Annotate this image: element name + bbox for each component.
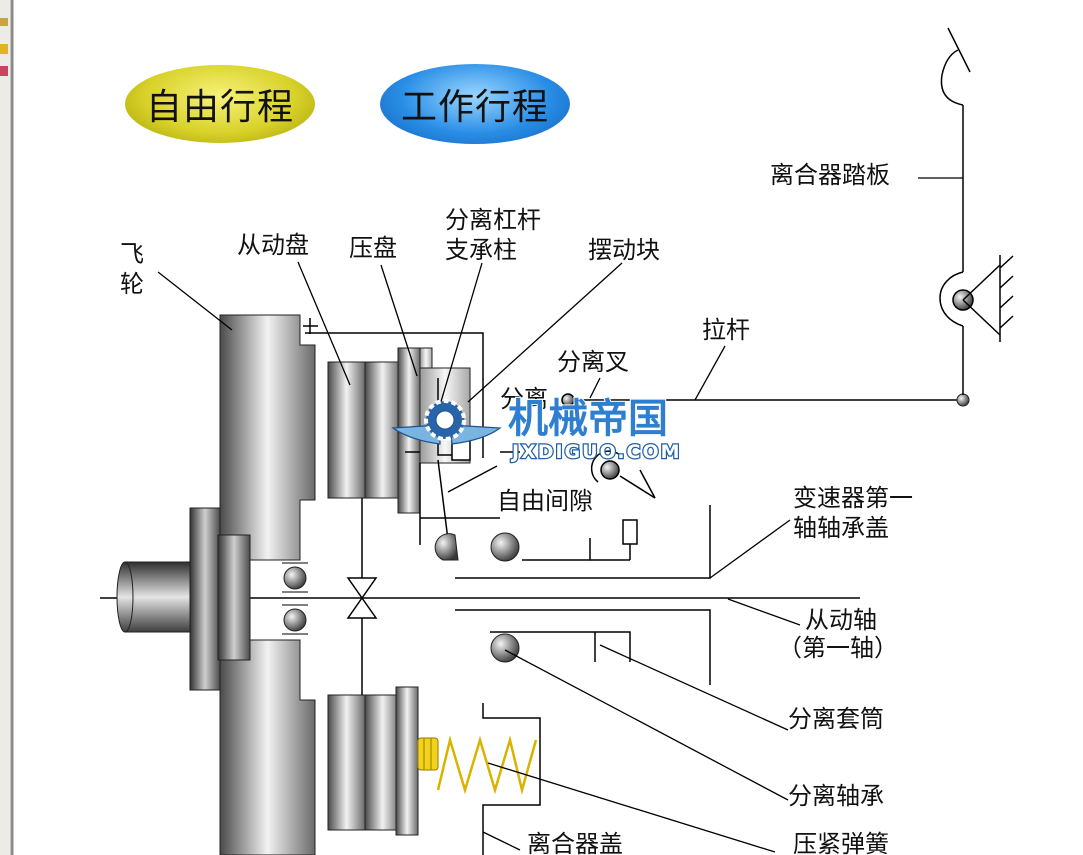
label-support-post: 支承柱 <box>445 236 517 264</box>
release-lever-tip <box>434 533 459 561</box>
pull-rod <box>575 393 970 407</box>
release-bearing <box>490 532 520 663</box>
window-edge <box>0 0 14 855</box>
label-pressure-plate: 压盘 <box>349 234 397 262</box>
label-release-fork: 分离叉 <box>557 348 629 376</box>
label-bearing-cover-1: 变速器第一 <box>793 484 913 512</box>
label-flywheel-2: 轮 <box>120 270 144 298</box>
driven-disc <box>327 361 401 831</box>
clutch-cover-upper <box>305 332 484 458</box>
label-first-shaft: （第一轴） <box>778 634 898 662</box>
release-fork <box>561 393 656 499</box>
label-pressure-spring: 压紧弹簧 <box>793 830 889 855</box>
label-flywheel-1: 飞 <box>120 240 144 268</box>
label-swing-block: 摆动块 <box>588 236 660 264</box>
label-bearing-cover-2: 轴轴承盖 <box>793 514 889 542</box>
label-clutch-cover: 离合器盖 <box>527 830 623 855</box>
clutch-pedal <box>939 27 1014 395</box>
watermark-url: JXDIGUO.COM <box>510 441 682 463</box>
release-sleeve <box>490 519 638 662</box>
label-driven-disc: 从动盘 <box>237 231 309 259</box>
leader-lines <box>157 177 963 853</box>
label-clutch-pedal: 离合器踏板 <box>770 161 890 189</box>
free-travel-button[interactable]: 自由行程 <box>125 65 315 143</box>
label-pull-rod: 拉杆 <box>702 316 750 344</box>
watermark-name: 机械帝国 <box>508 396 668 442</box>
label-free-clearance: 自由间隙 <box>497 487 593 515</box>
label-driven-shaft: 从动轴 <box>805 606 877 634</box>
pressure-spring <box>417 735 538 795</box>
label-release-bearing: 分离轴承 <box>788 782 884 810</box>
pilot-bearing <box>282 562 308 635</box>
label-release-partial: 分离 <box>500 385 548 413</box>
label-release-lever: 分离杠杆 <box>445 206 541 234</box>
flywheel <box>189 314 318 855</box>
clutch-cover-lower <box>482 703 541 855</box>
label-release-sleeve: 分离套筒 <box>788 705 884 733</box>
watermark: 机械帝国 JXDIGUO.COM <box>391 395 682 464</box>
work-travel-button[interactable]: 工作行程 <box>380 64 570 144</box>
bearing-cover <box>455 505 711 685</box>
crankshaft <box>116 561 194 633</box>
